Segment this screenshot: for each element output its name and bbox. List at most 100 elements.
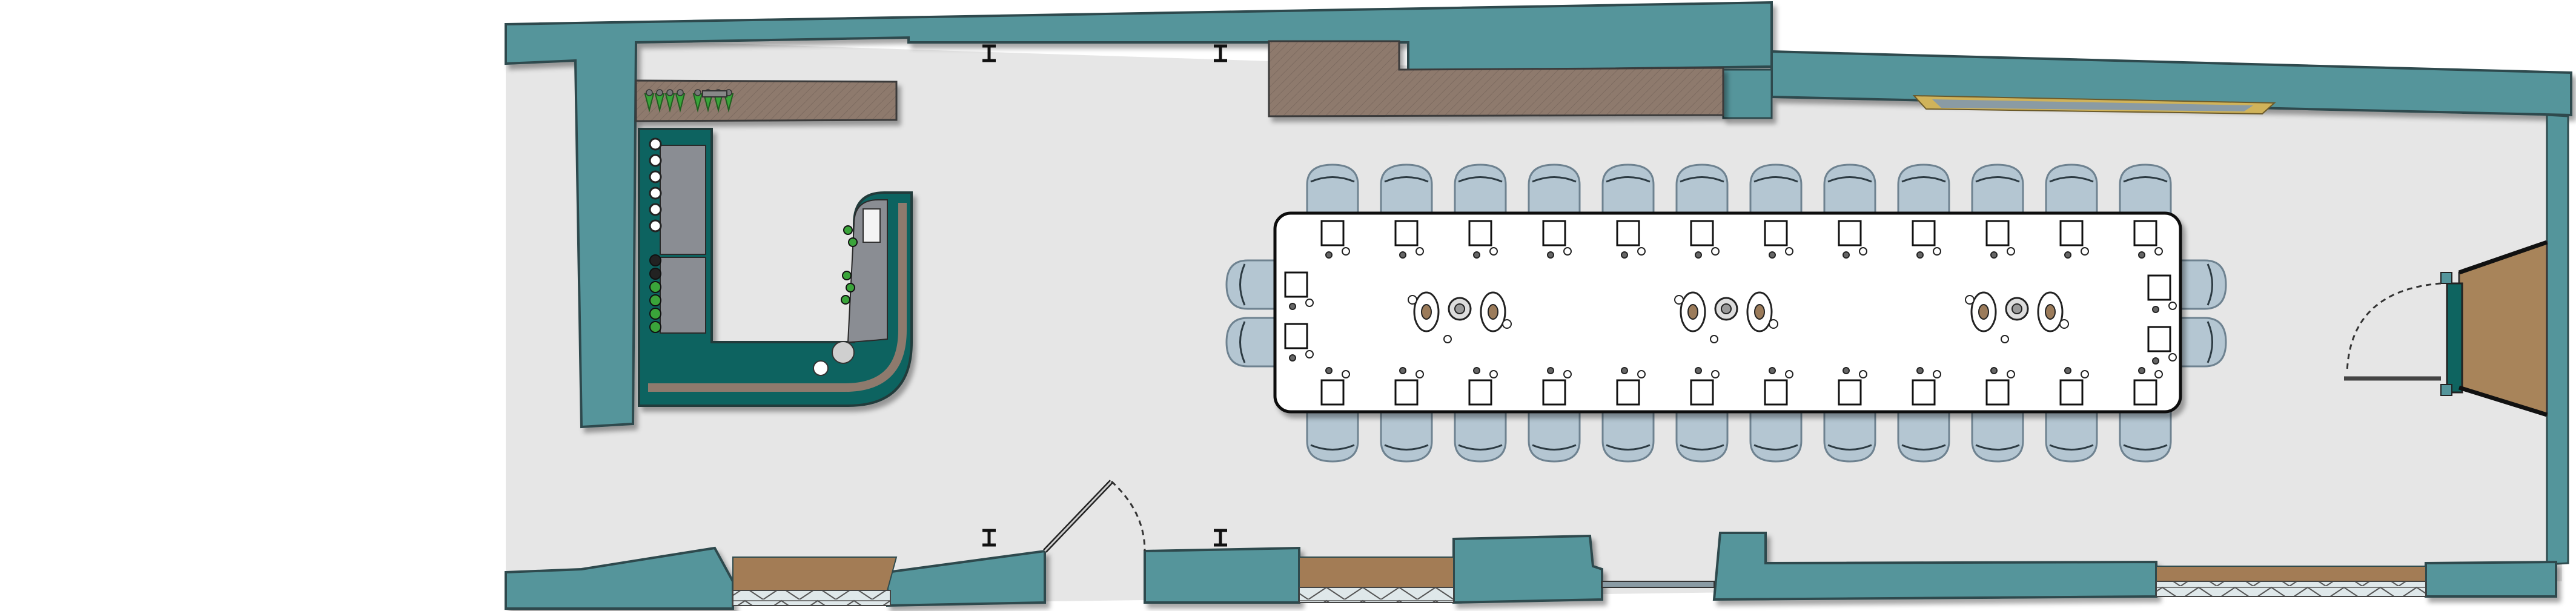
chairs-bottom-row: [1306, 409, 2172, 463]
chair: [1675, 163, 1729, 216]
place-setting: [1284, 271, 1314, 310]
chair: [1528, 163, 1581, 216]
place-setting: [1542, 367, 1572, 406]
chair: [2119, 409, 2172, 463]
place-setting: [1690, 367, 1720, 406]
chair: [1897, 163, 1950, 216]
bottle: [649, 294, 661, 306]
place-setting: [2147, 326, 2177, 365]
chair: [1601, 409, 1655, 463]
chair: [1601, 163, 1655, 216]
chair: [2045, 163, 2098, 216]
tap: [649, 137, 662, 151]
place-setting: [1468, 220, 1498, 259]
back-bar-shelf: [635, 79, 898, 122]
chair: [1897, 409, 1950, 463]
tap: [649, 203, 662, 216]
pillar-marker: [1214, 44, 1227, 62]
chair: [1454, 409, 1507, 463]
entrance: [2344, 240, 2548, 417]
centerpiece: [1965, 291, 2069, 343]
tap: [649, 187, 662, 200]
place-setting: [1912, 367, 1941, 406]
bar-counter: [638, 128, 913, 407]
bar-taps: [649, 137, 662, 233]
bottle: [841, 295, 850, 305]
place-setting: [1764, 367, 1793, 406]
place-setting: [1320, 220, 1350, 259]
chairs-right-end: [2177, 259, 2227, 368]
place-setting: [1912, 220, 1941, 259]
chair: [1823, 409, 1876, 463]
pillar-marker: [1214, 529, 1227, 547]
centerpieces: [1408, 291, 2069, 343]
shelf-bottles: [644, 89, 734, 113]
bottle: [649, 254, 661, 266]
ceiling-strip: [1912, 94, 2276, 115]
bar-bottles: [649, 225, 858, 333]
chair: [1971, 409, 2024, 463]
chair: [1675, 409, 1729, 463]
chair: [1380, 163, 1433, 216]
place-setting: [2059, 367, 2089, 406]
place-setting: [1394, 367, 1424, 406]
pillar-marker: [982, 44, 996, 62]
chair: [1528, 409, 1581, 463]
chair: [1454, 163, 1507, 216]
chair: [1306, 163, 1359, 216]
place-setting: [1616, 220, 1646, 259]
place-settings: [1284, 220, 2177, 406]
centerpiece: [1674, 291, 1778, 343]
place-setting: [1394, 220, 1424, 259]
place-setting: [1985, 220, 2015, 259]
chairs-top-row: [1306, 163, 2172, 216]
place-setting: [1616, 367, 1646, 406]
bottle: [846, 283, 855, 292]
place-setting: [1985, 367, 2015, 406]
tap: [649, 170, 662, 183]
credenza: [1268, 40, 1724, 117]
place-setting: [1320, 367, 1350, 406]
tap: [649, 219, 662, 233]
chair: [2045, 409, 2098, 463]
bottom-windows: [732, 557, 2426, 606]
place-setting: [2133, 367, 2163, 406]
chairs-left-end: [1225, 259, 1278, 368]
right-wall: [2546, 114, 2569, 566]
chair: [2177, 317, 2227, 368]
bottle: [842, 271, 852, 280]
pillar-marker: [982, 529, 996, 547]
pillar-markers: [982, 44, 1227, 547]
chair: [1225, 317, 1278, 368]
place-setting: [1764, 220, 1793, 259]
chair: [1971, 163, 2024, 216]
bottle: [848, 237, 858, 247]
chair: [1380, 409, 1433, 463]
place-setting: [2059, 220, 2089, 259]
bottom-wall: [505, 532, 2557, 610]
bottle: [649, 321, 661, 333]
chair: [1823, 163, 1876, 216]
centerpiece: [1408, 291, 1512, 343]
chair: [1749, 163, 1803, 216]
chair: [2119, 163, 2172, 216]
place-setting: [1838, 367, 1867, 406]
bottle: [843, 225, 853, 235]
bottle: [649, 281, 661, 293]
place-setting: [2147, 274, 2177, 313]
place-setting: [1468, 367, 1498, 406]
bottle: [649, 268, 661, 280]
chair: [2177, 259, 2227, 310]
tap: [649, 154, 662, 167]
chair: [1749, 409, 1803, 463]
place-setting: [1542, 220, 1572, 259]
place-setting: [2133, 220, 2163, 259]
bottle: [649, 308, 661, 320]
bottom-door: [1043, 480, 1146, 553]
chair: [1225, 259, 1278, 310]
place-setting: [1284, 323, 1314, 362]
place-setting: [1690, 220, 1720, 259]
place-setting: [1838, 220, 1867, 259]
chair: [1306, 409, 1359, 463]
